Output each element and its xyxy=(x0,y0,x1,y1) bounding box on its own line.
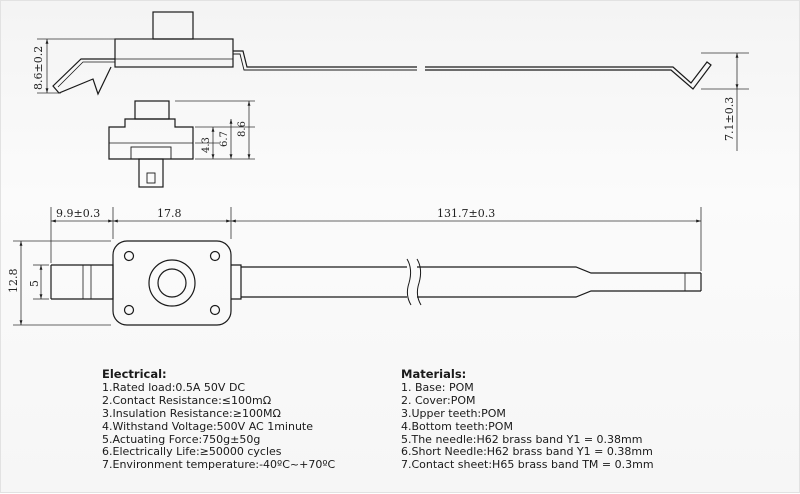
mount-hole-tr xyxy=(209,250,221,262)
left-stem xyxy=(51,264,114,300)
center-boss-outer xyxy=(148,259,196,307)
lever-top-right xyxy=(417,266,701,298)
materials-line: 2. Cover:POM xyxy=(401,393,476,407)
front-view xyxy=(108,100,194,188)
electrical-line: 6.Electrically Life:≥50000 cycles xyxy=(102,445,282,459)
lever-top xyxy=(241,266,407,298)
body-width-label: 17.8 xyxy=(157,207,182,220)
lever-sheet-right xyxy=(425,61,712,90)
top-dimensions xyxy=(13,207,702,326)
button-cap xyxy=(152,11,194,40)
materials-spec: Materials: 1. Base: POM 2. Cover:POM 3.U… xyxy=(401,368,654,472)
materials-line: 5.The needle:H62 brass band Y1 = 0.38mm xyxy=(401,432,643,446)
left-contact-leg xyxy=(52,58,115,96)
front-button xyxy=(134,100,170,120)
materials-title: Materials: xyxy=(401,367,467,381)
mount-hole-tl xyxy=(123,250,135,262)
switch-body xyxy=(114,38,234,68)
front-dimensions xyxy=(175,100,255,160)
side-dimensions xyxy=(37,38,749,151)
electrical-line: 7.Environment temperature:-40ºC~+70ºC xyxy=(102,458,336,472)
front-body xyxy=(108,118,194,160)
total-height-label: 12.8 xyxy=(7,269,20,294)
left-offset-label: 9.9±0.3 xyxy=(56,207,100,220)
front-inner-label: 4.3 xyxy=(201,137,212,153)
front-stem xyxy=(138,158,164,188)
electrical-title: Electrical: xyxy=(102,367,167,381)
mount-hole-bl xyxy=(123,304,135,316)
lever-sheet-left xyxy=(233,50,417,68)
electrical-line: 1.Rated load:0.5A 50V DC xyxy=(102,380,246,394)
stem-width-label: 5 xyxy=(28,280,41,287)
electrical-line: 4.Withstand Voltage:500V AC 1minute xyxy=(102,419,313,433)
electrical-line: 2.Contact Resistance:≤100mΩ xyxy=(102,393,272,407)
tail-height-label: 7.1±0.3 xyxy=(723,97,736,141)
mount-hole-br xyxy=(209,304,221,316)
front-total-label: 8.6 xyxy=(237,121,248,137)
electrical-spec: Electrical: 1.Rated load:0.5A 50V DC 2.C… xyxy=(102,368,335,472)
center-boss-inner xyxy=(157,268,187,298)
side-view xyxy=(52,11,712,96)
materials-line: 6.Short Needle:H62 brass band Y1 = 0.38m… xyxy=(401,445,653,459)
materials-line: 7.Contact sheet:H65 brass band TM = 0.3m… xyxy=(401,458,654,472)
lever-length-label: 131.7±0.3 xyxy=(437,207,495,220)
side-height-label: 8.6±0.2 xyxy=(32,46,45,90)
top-body xyxy=(112,240,232,326)
front-mid-label: 6.7 xyxy=(219,131,230,147)
materials-line: 4.Bottom teeth:POM xyxy=(401,419,513,433)
electrical-line: 3.Insulation Resistance:≥100MΩ xyxy=(102,406,281,420)
top-view xyxy=(50,240,702,326)
materials-line: 3.Upper teeth:POM xyxy=(401,406,506,420)
electrical-line: 5.Actuating Force:750g±50g xyxy=(102,432,261,446)
materials-line: 1. Base: POM xyxy=(401,380,474,394)
